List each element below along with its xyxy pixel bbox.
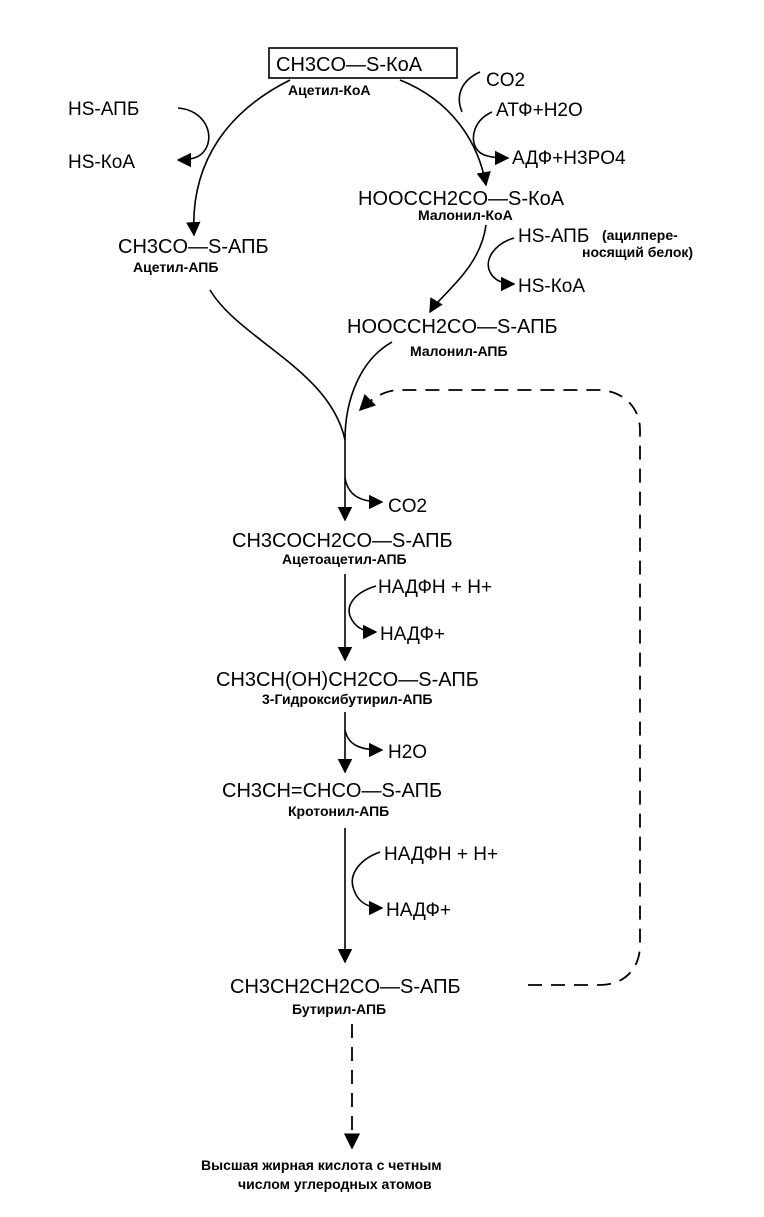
atp-h2o-label: АТФ+H2O xyxy=(496,100,583,121)
hs-acp-in-label: HS-АПБ xyxy=(68,99,139,120)
malonyl-coa-name: Малонил-КоA xyxy=(418,207,513,223)
acetoacetyl-acp-formula: CH3COCH2CO—S-АПБ xyxy=(232,530,453,552)
final-product-line1: Высшая жирная кислота с четным xyxy=(201,1157,442,1173)
co2-out-label: CO2 xyxy=(388,496,427,517)
nadph-2-in-arc xyxy=(351,851,381,891)
nadp-1-out-arc xyxy=(349,615,378,640)
acetyl-coa-formula: CH3CO—S-КoA xyxy=(276,54,423,76)
acetyl-acp-formula: CH3CO—S-АПБ xyxy=(118,236,269,258)
hs-coa-out-label: HS-КoA xyxy=(68,152,135,173)
co2-in-label: CO2 xyxy=(486,70,525,91)
nadp-2-out-arc xyxy=(353,889,384,916)
butyryl-acp-name: Бутирил-АПБ xyxy=(292,1001,386,1017)
hs-acp-in-arc xyxy=(177,107,210,151)
hydroxybutyryl-acp-name: 3-Гидроксибутирил-АПБ xyxy=(262,691,433,707)
hs-coa-2-label: HS-КoA xyxy=(518,276,585,297)
malonyl-acp-name: Малонил-АПБ xyxy=(410,343,508,359)
h2o-label: H2O xyxy=(388,742,427,763)
arrow-malonylcoa-to-malonylacp xyxy=(429,224,487,314)
acetyl-coa-name: Ацетил-КoA xyxy=(288,82,371,98)
dashed-recycle-loop xyxy=(358,389,641,986)
hs-coa-out-arc xyxy=(176,149,206,168)
atp-in-arc xyxy=(472,111,493,149)
acp-note-line2: носящий белок) xyxy=(582,244,693,260)
acetyl-acp-converge-curve xyxy=(209,289,346,441)
adp-h3po4-label: АДФ+H3PO4 xyxy=(512,148,626,169)
final-product-line2: числом углеродных атомов xyxy=(238,1176,432,1192)
nadph-1-label: НАДФH + H+ xyxy=(378,577,492,598)
crotonyl-acp-formula: CH3CH=CHCO—S-АПБ xyxy=(222,780,442,802)
acp-note-line1: (ацилпере- xyxy=(602,227,678,243)
crotonyl-acp-name: Кротонил-АПБ xyxy=(288,803,389,819)
malonyl-acp-converge-curve xyxy=(344,341,393,441)
nadp-2-label: НАДФ+ xyxy=(386,900,451,921)
co2-out-arc xyxy=(344,477,384,510)
malonyl-coa-formula: HOOCCH2CO—S-КoA xyxy=(358,188,565,210)
arrow-acetylcoa-to-malonylcoa xyxy=(399,79,491,187)
h2o-out-arc xyxy=(344,729,384,758)
acetyl-coa-box xyxy=(268,47,458,79)
acetoacetyl-acp-name: Ацетоацетил-АПБ xyxy=(282,551,407,567)
acetyl-acp-name: Ацетил-АПБ xyxy=(133,259,218,275)
co2-in-arc xyxy=(458,71,481,113)
hs-coa-2-arc xyxy=(489,271,516,292)
malonyl-acp-formula: HOOCCH2CO—S-АПБ xyxy=(347,316,558,338)
hs-acp-2-arc xyxy=(487,237,515,273)
hydroxybutyryl-acp-formula: CH3CH(OH)CH2CO—S-АПБ xyxy=(216,669,479,691)
butyryl-acp-formula: CH3CH2CH2CO—S-АПБ xyxy=(230,976,461,998)
nadp-1-label: НАДФ+ xyxy=(380,624,445,645)
nadph-1-in-arc xyxy=(348,585,377,617)
arrow-acetylcoa-to-acetylacp xyxy=(186,79,291,237)
adp-out-arc xyxy=(475,147,510,166)
nadph-2-label: НАДФH + H+ xyxy=(384,844,498,865)
hs-acp-2-label: HS-АПБ xyxy=(518,226,589,247)
